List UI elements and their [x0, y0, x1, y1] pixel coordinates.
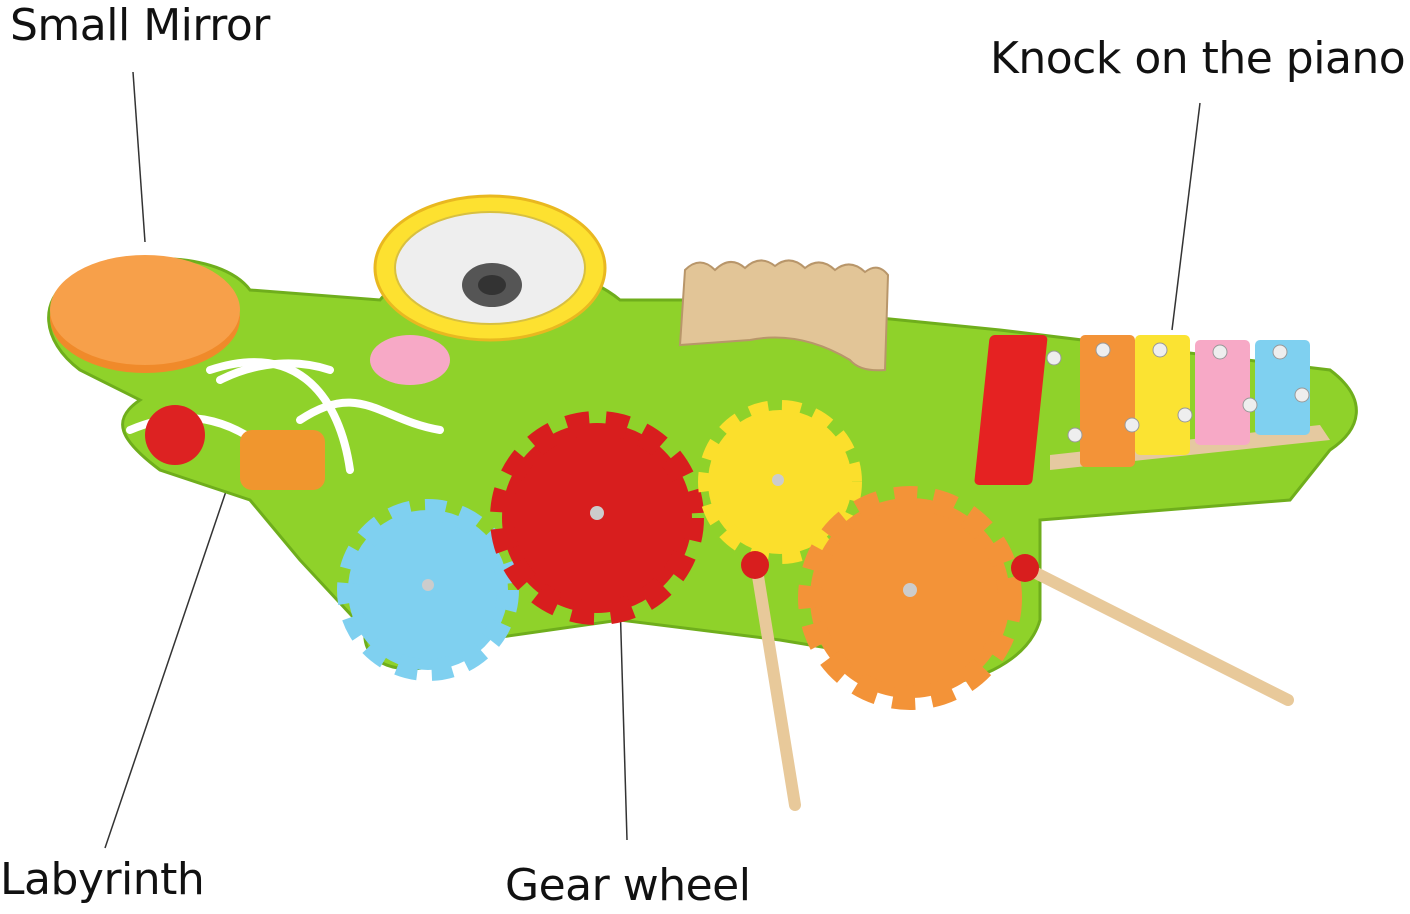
gear-orange: [798, 486, 1022, 710]
callout-line-mirror: [132, 71, 146, 243]
mirror: [373, 194, 607, 342]
label-knock-on-the-piano: Knock on the piano: [990, 33, 1406, 84]
label-labyrinth: Labyrinth: [0, 854, 205, 905]
callout-line-gear: [619, 599, 628, 841]
gear-yellow: [698, 400, 862, 564]
gear-blue: [337, 499, 519, 681]
label-small-mirror: Small Mirror: [10, 0, 270, 51]
orange-disc-top: [50, 255, 240, 365]
mallets: [741, 551, 1294, 811]
ladybug: [145, 405, 205, 465]
orange-bead: [240, 430, 325, 490]
label-gear-wheel: Gear wheel: [505, 860, 751, 911]
fish-bead: [370, 335, 450, 385]
wood-bridge: [678, 259, 890, 372]
gears: [337, 400, 1022, 710]
callout-line-piano: [1171, 102, 1201, 331]
gear-red: [490, 411, 704, 625]
xylophone: [974, 335, 1330, 485]
callout-lines: [104, 71, 1201, 849]
callout-line-labyrinth: [104, 449, 241, 849]
